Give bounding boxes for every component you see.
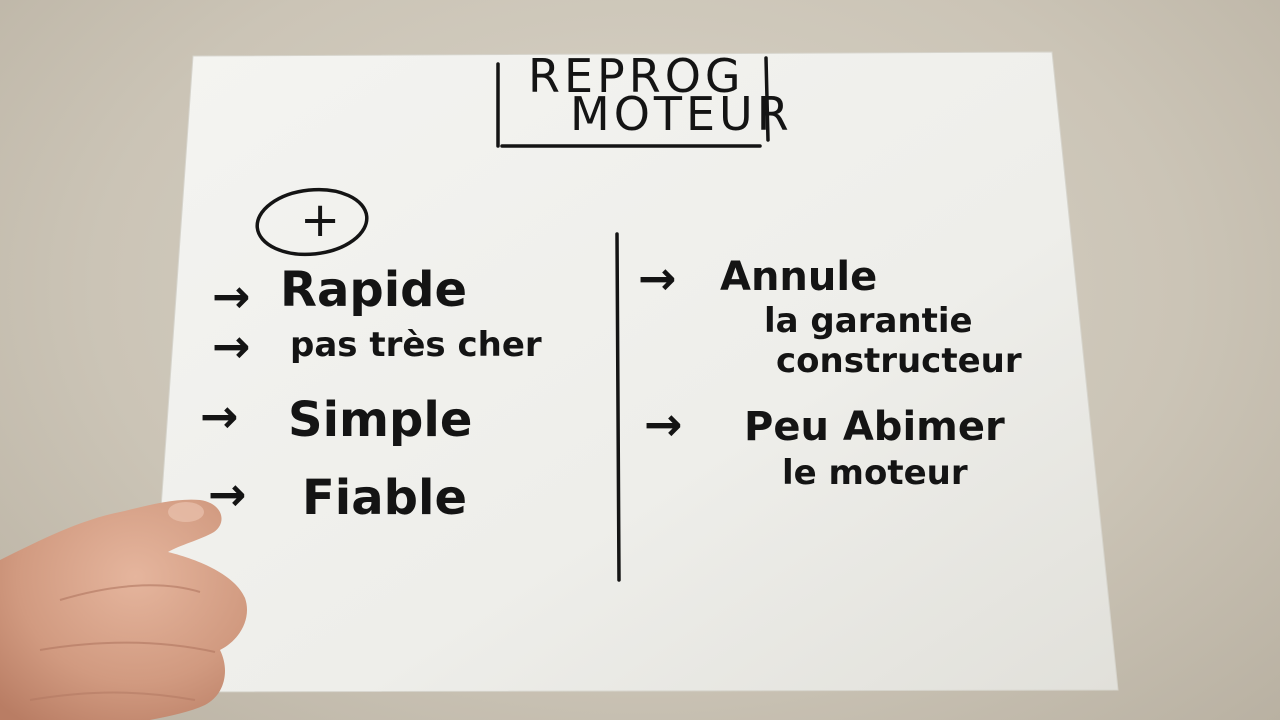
pros-plus-icon: +	[300, 192, 340, 248]
arrow-icon: →	[200, 389, 239, 443]
paper-sheet	[147, 51, 1119, 693]
cons-item-1-line-2: la garantie	[764, 301, 973, 341]
pros-list: → Rapide → pas très cher → Simple → Fiab…	[200, 262, 542, 526]
pros-item-2: pas très cher	[290, 325, 542, 365]
title-box	[496, 56, 770, 148]
cons-item-2-line-1: Peu Abimer	[744, 404, 1005, 450]
cons-list: → Annule la garantie constructeur → Peu …	[638, 251, 1022, 493]
cons-item-1-line-1: Annule	[720, 254, 877, 300]
title-line-1: REPROG	[528, 49, 745, 103]
arrow-icon: →	[644, 397, 683, 451]
arrow-icon: →	[212, 319, 251, 373]
arrow-icon: →	[638, 251, 677, 305]
cons-item-2-line-2: le moteur	[782, 453, 968, 493]
pros-item-3: Simple	[288, 392, 472, 448]
pros-item-4: Fiable	[302, 470, 467, 526]
center-divider	[615, 232, 621, 582]
title-line-2: MOTEUR	[570, 87, 793, 141]
cons-item-1-line-3: constructeur	[776, 341, 1022, 381]
pros-item-1: Rapide	[280, 262, 467, 318]
pros-circle	[255, 187, 369, 257]
arrow-icon: →	[212, 269, 251, 323]
hand	[0, 499, 248, 720]
